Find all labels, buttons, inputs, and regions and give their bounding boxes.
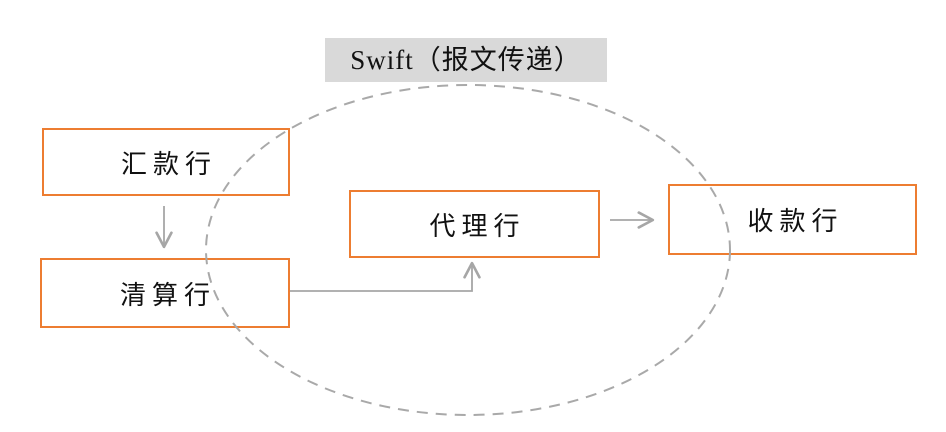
diagram-title: Swift（报文传递） [325,38,607,82]
arrow-clearing-to-agent [290,261,481,292]
node-remitting-bank: 汇款行 [42,128,290,196]
node-receiving-bank: 收款行 [668,184,917,255]
node-clearing-bank: 清算行 [40,258,290,328]
node-agent-bank: 代理行 [349,190,600,258]
